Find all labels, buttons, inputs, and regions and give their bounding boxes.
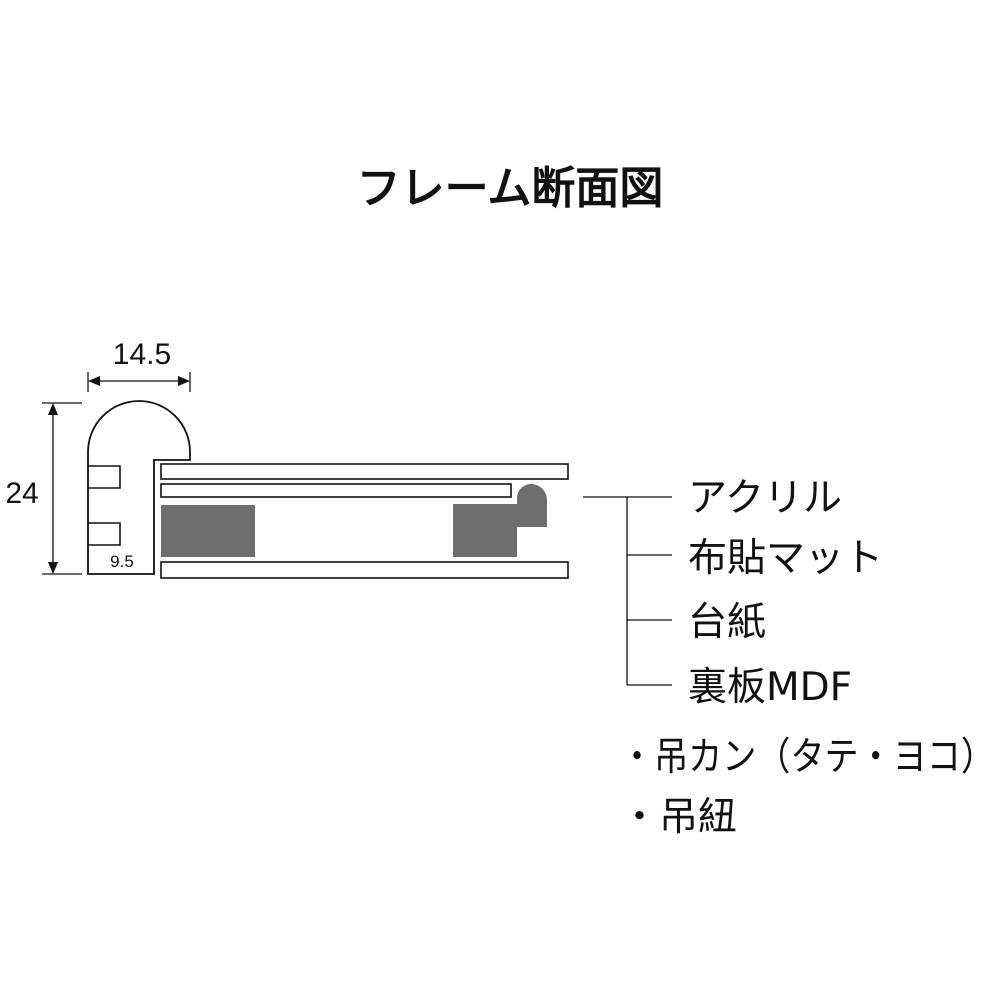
layer-label-fabric-mat: 布貼マット (688, 536, 883, 581)
backing-paper (160, 483, 512, 498)
diagram-title: フレーム断面図 (357, 163, 664, 214)
fabric-mat-right (453, 483, 547, 557)
mdf-back-board (160, 561, 569, 579)
height-dimension: 24 (5, 402, 82, 575)
frame-profile: 9.5 (87, 400, 191, 575)
accessory-label-hanging-cord: ・吊紐 (620, 795, 737, 840)
fabric-mat-left (161, 505, 255, 557)
accessory-label-hanging-hooks: ・吊カン（タテ・ヨコ） (620, 735, 995, 780)
layer-leader-lines (583, 496, 672, 686)
layer-label-acrylic: アクリル (688, 476, 842, 521)
layer-label-mdf-board: 裏板MDF (688, 665, 852, 710)
width-dimension: 14.5 (87, 338, 191, 392)
acrylic-panel (160, 463, 569, 480)
width-dimension-label: 14.5 (113, 338, 171, 371)
inner-dimension-label: 9.5 (110, 552, 134, 571)
layer-label-backing-paper: 台紙 (688, 600, 766, 645)
height-dimension-label: 24 (5, 477, 38, 510)
